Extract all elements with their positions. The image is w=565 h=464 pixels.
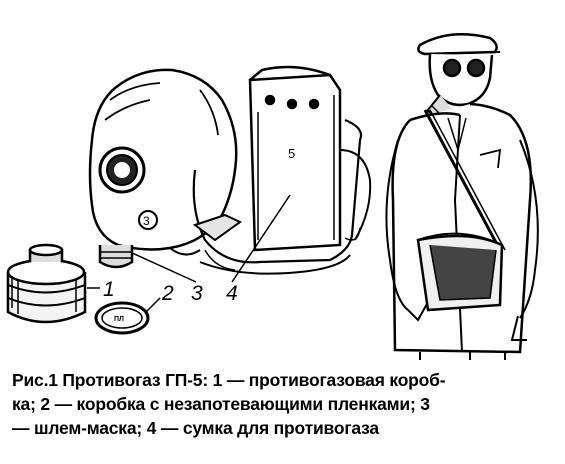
figure-caption: Рис.1 Противогаз ГП-5: 1 — противогазова…: [12, 368, 560, 440]
bag-mark: 5: [288, 146, 295, 161]
gas-mask-bag-drawing: 5: [192, 65, 372, 275]
film-box-label: ПЛ: [114, 316, 124, 323]
filter-canister-drawing: [6, 243, 87, 324]
helmet-mask-drawing: 3: [88, 68, 238, 269]
man-wearing-gas-mask-drawing: [385, 33, 539, 360]
caption-line-2: ка; 2 — коробка с незапотевающими пленка…: [12, 394, 430, 414]
callout-leaders: [87, 194, 291, 313]
gas-mask-illustration: ПЛ 3 5 1 2 3 4: [6, 33, 539, 360]
callout-2: 2: [161, 282, 174, 305]
caption-line-1: Рис.1 Противогаз ГП-5: 1 — противогазова…: [12, 370, 446, 390]
callout-4: 4: [226, 282, 238, 305]
mask-mark-three: 3: [143, 214, 150, 228]
callout-1: 1: [103, 278, 115, 301]
film-box-drawing: ПЛ: [94, 301, 150, 335]
callout-3: 3: [191, 282, 203, 305]
caption-line-3: — шлем-маска; 4 — сумка для противогаза: [12, 418, 379, 438]
